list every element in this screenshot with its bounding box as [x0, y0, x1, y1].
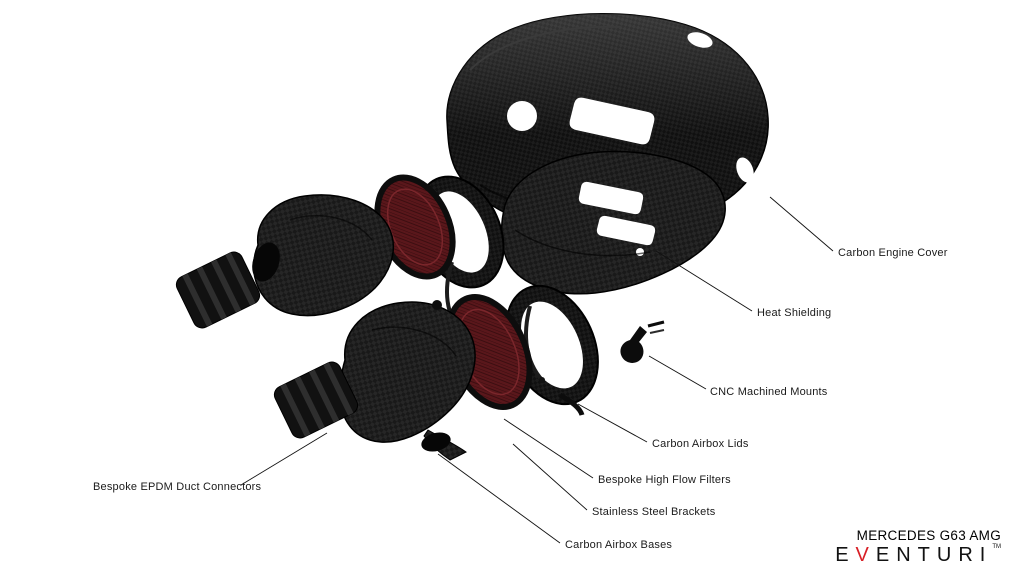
vehicle-model-title: MERCEDES G63 AMG: [856, 528, 1001, 543]
leader-line-heat-shielding: [655, 250, 753, 312]
label-heat-shielding: Heat Shielding: [757, 307, 832, 319]
label-carbon-engine-cover: Carbon Engine Cover: [838, 247, 948, 259]
label-carbon-airbox-lids: Carbon Airbox Lids: [652, 438, 749, 450]
eventuri-logo: EVENTURITM: [835, 544, 1001, 567]
leader-line-cnc-mounts: [648, 355, 707, 390]
leader-line-airbox-bases: [437, 453, 561, 544]
logo-letter-v-accent: V: [855, 544, 876, 566]
leader-line-duct-connectors: [240, 432, 328, 486]
label-stainless-steel-brackets: Stainless Steel Brackets: [592, 506, 716, 518]
part-cnc-machined-mounts: [620, 320, 665, 363]
label-carbon-airbox-bases: Carbon Airbox Bases: [565, 539, 673, 551]
logo-letter-e: E: [835, 544, 856, 566]
leader-lines: [240, 196, 834, 544]
part-heat-shielding: [500, 150, 726, 295]
part-carbon-airbox-bases: [252, 194, 476, 461]
part-epdm-duct-connectors: [175, 251, 359, 439]
label-epdm-duct-connectors: Bespoke EPDM Duct Connectors: [93, 481, 262, 493]
trademark-symbol: TM: [992, 544, 1001, 550]
leader-line-airbox-lids: [577, 403, 648, 443]
label-high-flow-filters: Bespoke High Flow Filters: [598, 474, 731, 486]
label-cnc-machined-mounts: CNC Machined Mounts: [710, 386, 828, 398]
leader-line-brackets: [512, 443, 588, 511]
logo-letters-rest: ENTURI: [875, 544, 993, 566]
leader-line-filters: [503, 418, 594, 479]
leader-line-engine-cover: [769, 196, 834, 252]
